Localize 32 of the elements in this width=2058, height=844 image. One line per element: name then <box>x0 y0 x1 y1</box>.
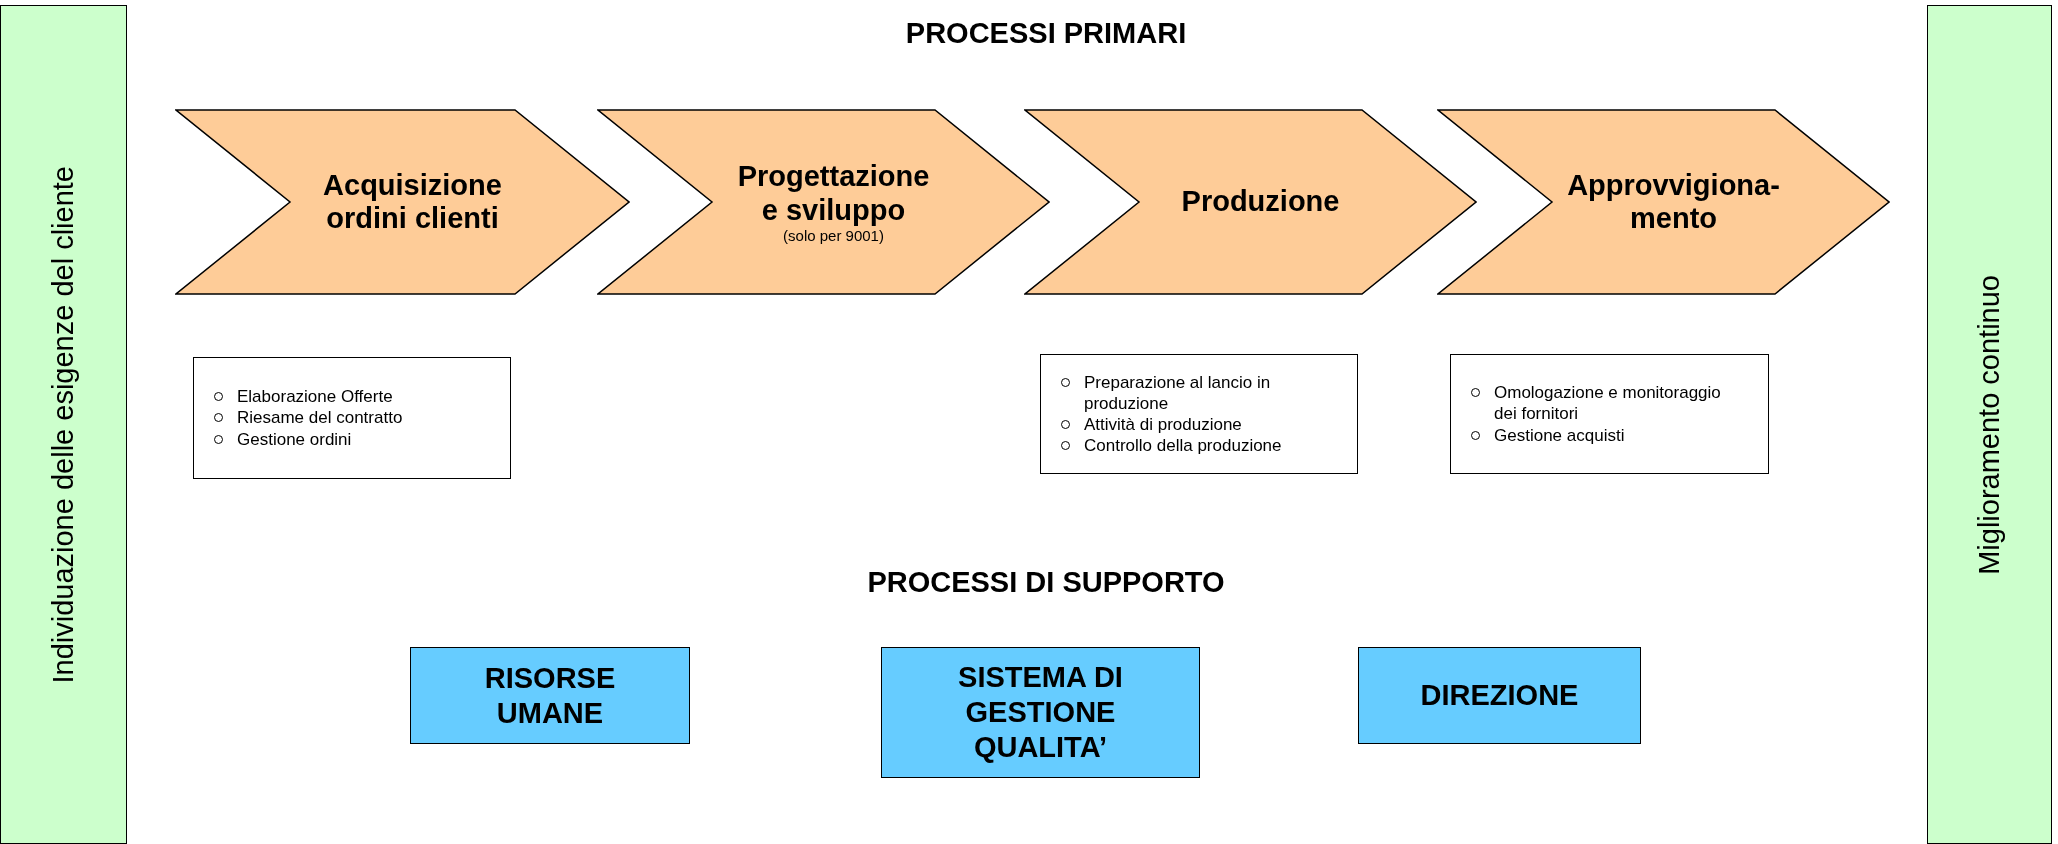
activity-list-box <box>193 357 511 479</box>
process-title: Acquisizione ordini clienti <box>322 168 503 236</box>
support-process-label: SISTEMA DI GESTIONE QUALITA’ <box>957 660 1124 765</box>
list-item: Preparazione al lancio in produzione <box>1084 371 1272 414</box>
list-item: Gestione acquisti <box>1494 424 1625 446</box>
list-item: Gestione ordini <box>237 428 352 450</box>
section-heading: PROCESSI PRIMARI <box>905 17 1187 50</box>
support-process-box <box>1358 647 1641 744</box>
process-title: Progettazione e sviluppo <box>737 160 930 227</box>
support-process-label: DIREZIONE <box>1419 678 1580 713</box>
process-step <box>1437 109 1890 295</box>
list-item: Omologazione e monitoraggio dei fornitori <box>1494 382 1722 425</box>
process-step <box>597 109 1050 295</box>
list-item: Attività di produzione <box>1084 414 1242 436</box>
process-step <box>175 109 630 295</box>
list-item: Elaborazione Offerte <box>237 386 393 408</box>
support-process-label: RISORSE UMANE <box>483 660 617 731</box>
list-item: Controllo della produzione <box>1084 435 1282 457</box>
side-band <box>1927 5 2052 844</box>
process-title: Approvvigiona- mento <box>1567 168 1780 236</box>
activity-list-box <box>1450 354 1769 474</box>
process-step <box>1024 109 1477 295</box>
process-note: (solo per 9001) <box>783 226 884 244</box>
support-process-box <box>410 647 690 744</box>
process-title: Produzione <box>1181 185 1340 219</box>
support-process-box <box>881 647 1200 778</box>
band-label: Individuazione delle esigenze del cliente <box>47 165 80 684</box>
list-item: Riesame del contratto <box>237 407 403 429</box>
section-heading: PROCESSI DI SUPPORTO <box>867 566 1225 599</box>
side-band <box>0 5 127 844</box>
activity-list-box <box>1040 354 1358 474</box>
band-label: Miglioramento continuo <box>1973 274 2006 575</box>
